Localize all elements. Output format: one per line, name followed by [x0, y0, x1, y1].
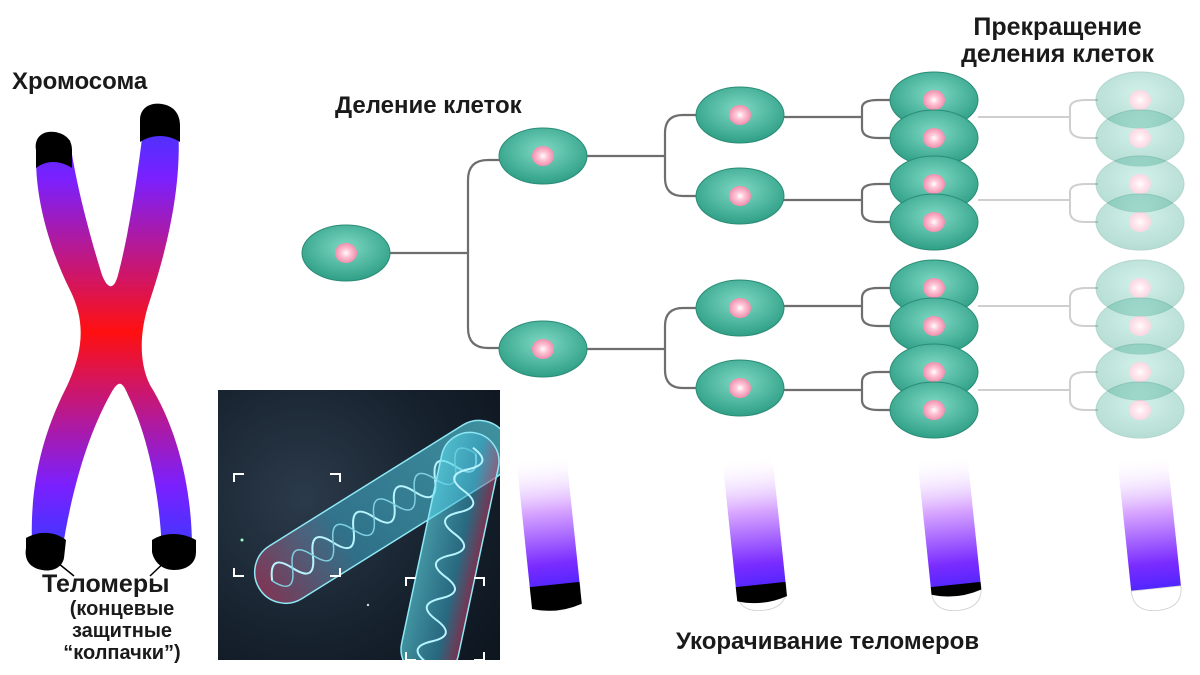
telomere-pen-stage-1	[516, 453, 582, 612]
cell-nucleus	[923, 362, 945, 382]
telomere-pen-stage-2	[722, 453, 787, 612]
cell	[695, 279, 785, 337]
cell-nucleus	[532, 339, 554, 359]
stop-division-title: Прекращение деления клеток	[935, 14, 1180, 68]
cell	[889, 193, 979, 251]
cell-nucleus	[1129, 174, 1151, 194]
cell	[889, 381, 979, 439]
cell	[498, 127, 588, 185]
cells-group	[301, 71, 1185, 439]
cell	[889, 297, 979, 355]
dna-chromosome-image	[218, 390, 500, 660]
telomere-cap	[735, 581, 787, 604]
telomere-cap-bottom-right	[152, 534, 196, 570]
telomeres-note-line3: “колпачки”)	[63, 642, 181, 664]
cell-nucleus	[1129, 90, 1151, 110]
stop-division-line1: Прекращение	[973, 13, 1142, 41]
telomere-cap-top-right	[140, 103, 180, 142]
cell	[889, 109, 979, 167]
cell-nucleus	[923, 278, 945, 298]
cell-nucleus	[1129, 278, 1151, 298]
cell	[1095, 381, 1185, 439]
division-tree-lines-faded	[978, 99, 1098, 411]
cell-nucleus	[729, 186, 751, 206]
cell-nucleus	[729, 298, 751, 318]
cell-division-title: Деление клеток	[335, 92, 522, 119]
telomeres-note-line1: (концевые	[69, 598, 175, 620]
chromosome-title: Хромосома	[12, 68, 148, 95]
cell-nucleus	[923, 128, 945, 148]
chromosome	[25, 103, 196, 577]
division-tree-lines	[390, 98, 890, 412]
telomere-cap-top-left	[35, 131, 72, 168]
cell-nucleus	[729, 378, 751, 398]
cell-nucleus	[923, 174, 945, 194]
cell	[301, 224, 391, 282]
telomere-pen-stage-3	[917, 453, 982, 612]
cell	[498, 320, 588, 378]
cell	[1095, 193, 1185, 251]
cell-nucleus	[1129, 128, 1151, 148]
cell-nucleus	[923, 90, 945, 110]
telomere-pen-stage-4	[1117, 453, 1182, 612]
cell-nucleus	[729, 105, 751, 125]
cell-nucleus	[1129, 400, 1151, 420]
cell	[1095, 109, 1185, 167]
telomere-pens-group	[516, 453, 1182, 612]
telomere-cap	[930, 581, 982, 597]
cell-nucleus	[532, 146, 554, 166]
cell-nucleus	[923, 212, 945, 232]
telomeres-title: Теломеры	[42, 570, 170, 598]
cell-nucleus	[1129, 212, 1151, 232]
stop-division-line2: деления клеток	[961, 40, 1154, 68]
telomere-cap	[529, 581, 582, 611]
cell-nucleus	[923, 316, 945, 336]
cell-nucleus	[1129, 362, 1151, 382]
cell	[695, 167, 785, 225]
cell	[695, 86, 785, 144]
telomere-shortening-title: Укорачивание теломеров	[676, 628, 980, 655]
telomeres-note: (концевые защитные “колпачки”)	[36, 598, 208, 664]
cell-nucleus	[923, 400, 945, 420]
cell	[695, 359, 785, 417]
cell-nucleus	[335, 243, 357, 263]
cell-nucleus	[1129, 316, 1151, 336]
telomeres-note-line2: защитные	[71, 620, 173, 642]
